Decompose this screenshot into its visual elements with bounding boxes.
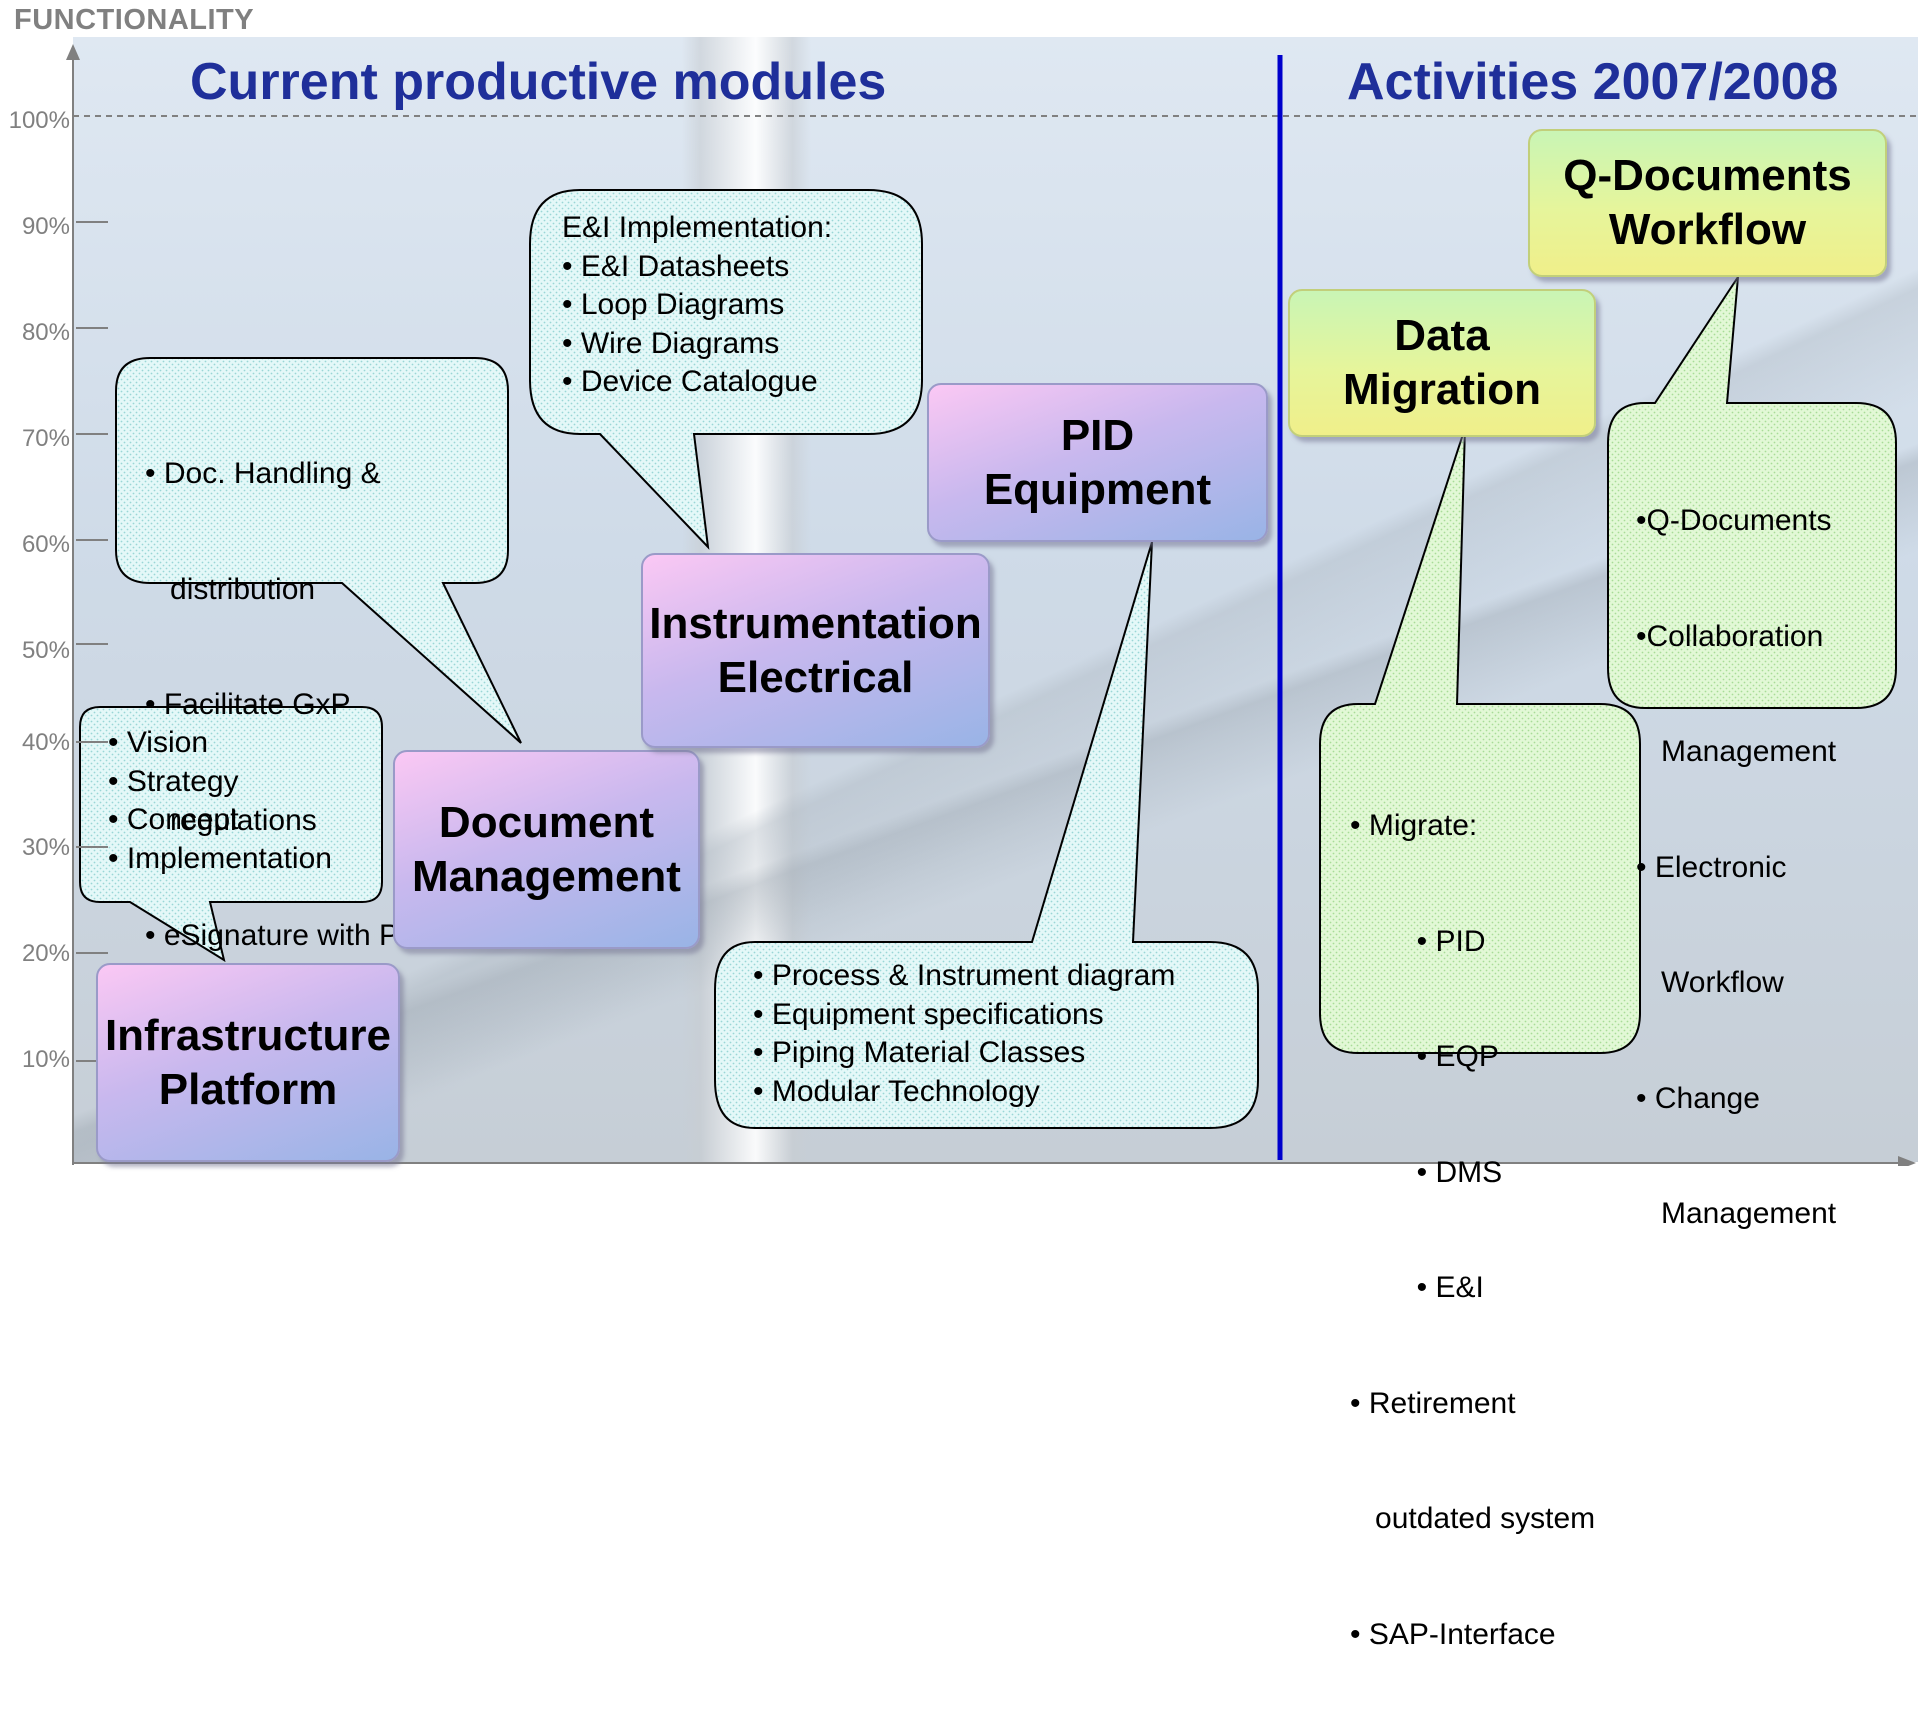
callout-line: •Collaboration (1636, 619, 1824, 653)
tick-label-30: 30% (21, 834, 70, 861)
callout-line: • Vision (108, 726, 209, 759)
tick-label-100: 100% (8, 107, 70, 134)
module-document-management: Document Management (393, 750, 700, 949)
tick-mark-70 (76, 433, 108, 435)
callout-line: • Facilitate GxP (145, 688, 351, 721)
callout-line: outdated system (1350, 1502, 1596, 1535)
callout-line: • EQP (1350, 1040, 1499, 1073)
y-axis-title: FUNCTIONALITY (14, 4, 255, 36)
tick-label-70: 70% (21, 425, 70, 452)
callout-bubble-pid (714, 541, 1259, 1129)
callout-bubble-infrastructure (79, 706, 383, 963)
module-instrumentation-electrical: Instrumentation Electrical (641, 553, 990, 748)
y-axis-arrow-icon (66, 44, 80, 60)
callout-text-document: • Doc. Handling & distribution • Facilit… (145, 378, 427, 1033)
callout-line: • DMS (1350, 1155, 1503, 1189)
callout-text-qdocs: •Q-Documents •Collaboration Management •… (1636, 425, 1836, 1311)
callout-line: • Strategy (108, 764, 239, 798)
tick-mark-80 (76, 327, 108, 329)
tick-mark-20 (76, 952, 108, 954)
callout-bubble-document (115, 357, 522, 744)
diagram-graphics (66, 44, 1918, 1166)
callout-line: • E&I (1350, 1271, 1484, 1304)
callout-text-instrumentation: E&I Implementation: • E&I Datasheets • L… (562, 209, 832, 402)
callout-line: • Piping Material Classes (753, 1036, 1086, 1069)
callout-line: • Modular Technology (753, 1074, 1040, 1108)
module-pid-equipment: PID Equipment (927, 383, 1268, 542)
tick-label-90: 90% (21, 213, 70, 240)
callout-line: •Q-Documents (1636, 504, 1832, 537)
callout-line: Management (1636, 735, 1837, 768)
tick-label-10: 10% (21, 1046, 70, 1073)
callout-line: distribution (145, 572, 316, 606)
diagram-canvas: FUNCTIONALITY 100% 90% 80% 70% 60% 50% 4… (8, 4, 1918, 1651)
tick-mark-50 (76, 643, 108, 645)
x-axis-arrow-icon (1898, 1156, 1916, 1166)
tick-mark-30 (76, 846, 108, 848)
callout-text-migration: • Migrate: • PID • EQP • DMS • E&I • Ret… (1350, 730, 1595, 1731)
callout-line: Workflow (1636, 966, 1784, 999)
section-title-current: Current productive modules (190, 53, 887, 111)
callout-line: • Process & Instrument diagram (753, 959, 1176, 992)
callout-line: • Device Catalogue (562, 365, 818, 398)
callout-text-pid: • Process & Instrument diagram • Equipme… (753, 957, 1175, 1111)
callout-line: • Migrate: (1350, 809, 1478, 842)
tick-mark-60 (76, 539, 108, 541)
callout-line: • Loop Diagrams (562, 288, 785, 321)
tick-mark-90 (76, 221, 108, 223)
module-label: PID Equipment (983, 410, 1212, 514)
callout-line: Management (1636, 1197, 1837, 1230)
callout-line: • Implementation (108, 841, 332, 875)
callout-line: regulations (145, 803, 317, 837)
tick-mark-40 (76, 741, 108, 743)
module-label: Instrumentation Electrical (649, 598, 982, 702)
callout-bubble-migration (1319, 427, 1641, 1054)
callout-line: E&I Implementation: (562, 211, 833, 244)
tick-label-40: 40% (21, 729, 70, 756)
module-label: Document Management (412, 797, 681, 901)
tick-label-60: 60% (21, 531, 70, 558)
callout-bubble-instrumentation (529, 189, 923, 550)
section-title-activities: Activities 2007/2008 (1347, 53, 1839, 111)
callout-line: • Wire Diagrams (562, 326, 780, 360)
callout-line: • Concept (108, 803, 239, 836)
module-infrastructure-platform: Infrastructure Platform (96, 963, 400, 1162)
tick-label-80: 80% (21, 319, 70, 346)
module-label: Data Migration (1343, 311, 1541, 414)
module-label: Q-Documents Workflow (1563, 151, 1852, 254)
callout-line: • E&I Datasheets (562, 249, 790, 283)
callout-bubble-qdocs (1607, 276, 1897, 709)
tick-label-20: 20% (21, 940, 70, 967)
callout-text-infrastructure: • Vision • Strategy • Concept • Implemen… (108, 724, 332, 878)
callout-line: • Electronic (1636, 850, 1787, 884)
callout-line: • eSignature with PKI (145, 919, 428, 952)
callout-line: • Doc. Handling & (145, 457, 381, 490)
module-q-documents-workflow: Q-Documents Workflow (1528, 129, 1887, 277)
callout-line: • Equipment specifications (753, 997, 1104, 1031)
callout-line: • SAP-Interface (1350, 1617, 1556, 1651)
callout-line: • Change (1636, 1081, 1760, 1115)
module-data-migration: Data Migration (1288, 289, 1596, 437)
tick-label-50: 50% (21, 637, 70, 664)
callout-line: • Retirement (1350, 1386, 1516, 1420)
callout-line: • PID (1350, 924, 1486, 958)
tick-mark-10 (76, 1060, 108, 1062)
module-label: Infrastructure Platform (104, 1010, 392, 1114)
